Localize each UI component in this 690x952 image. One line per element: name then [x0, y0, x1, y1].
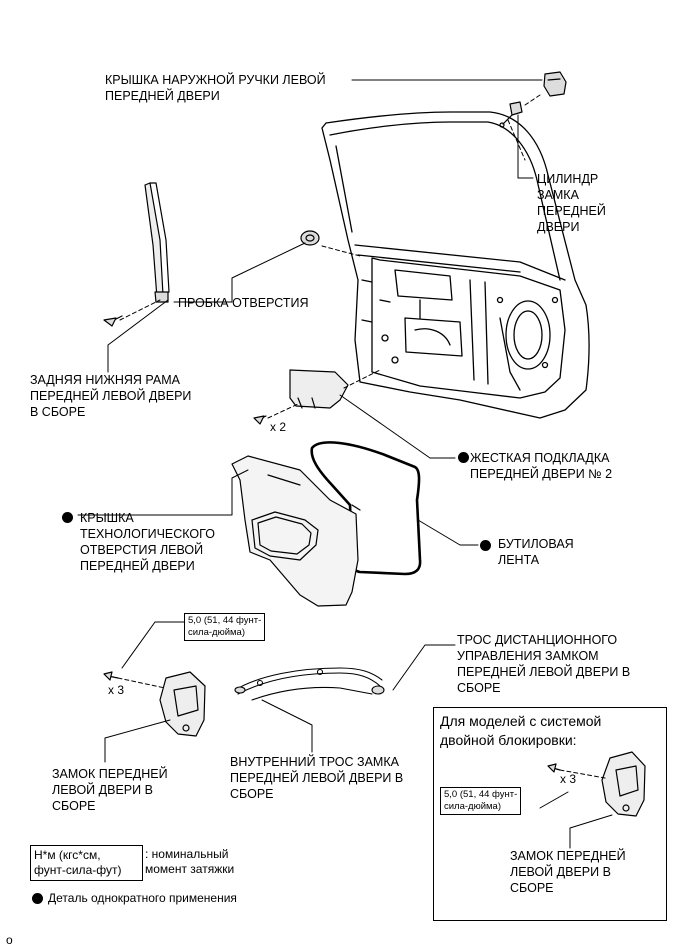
legend-single-use-text: Деталь однократного применения — [48, 891, 237, 905]
double-lock-inset: Для моделей с системой двойной блокировк… — [433, 707, 667, 921]
outer-handle-cover-part — [543, 71, 567, 97]
remote-cable-label: ТРОС ДИСТАНЦИОННОГО УПРАВЛЕНИЯ ЗАМКОМ ПЕ… — [457, 633, 631, 695]
qty-x2-label: x 2 — [270, 420, 287, 434]
inset-door-lock-label: ЗАМОК ПЕРЕДНЕЙ ЛЕВОЙ ДВЕРИ В СБОРЕ — [510, 849, 626, 895]
door-panel — [321, 111, 590, 419]
rear-lower-frame-part — [103, 182, 170, 327]
lock-cylinder-part — [499, 101, 523, 128]
hole-plug-label: ПРОБКА ОТВЕРСТИЯ — [178, 296, 309, 310]
stiffener-pad-part — [253, 369, 349, 425]
qty-x3-label: x 3 — [108, 683, 125, 697]
dashed-lines — [117, 94, 606, 779]
inner-lock-cable-label: ВНУТРЕННИЙ ТРОС ЗАМКА ПЕРЕДНЕЙ ЛЕВОЙ ДВЕ… — [230, 755, 404, 801]
single-use-marker — [62, 512, 73, 523]
stiffener-pad-label: ЖЕСТКАЯ ПОДКЛАДКА ПЕРЕДНЕЙ ДВЕРИ № 2 — [470, 451, 613, 481]
leader-lines — [77, 79, 613, 849]
inset-door-lock-part — [547, 751, 646, 817]
legend-torque-units-box: Н*м (кгс*см, фунт-сила-фут) — [30, 845, 143, 881]
torque-spec-box: 5,0 (51, 44 фунт- сила-дюйма) — [184, 613, 266, 641]
rear-lower-frame-label: ЗАДНЯЯ НИЖНЯЯ РАМА ПЕРЕДНЕЙ ЛЕВОЙ ДВЕРИ … — [30, 373, 192, 419]
service-hole-cover-part — [231, 455, 361, 607]
inset-torque-spec-box: 5,0 (51, 44 фунт- сила-дюйма) — [440, 787, 522, 815]
inset-qty-x3-label: x 3 — [560, 772, 577, 786]
legend-single-use-marker — [32, 893, 43, 904]
inset-title: Для моделей с системой двойной блокировк… — [440, 713, 602, 748]
outer-handle-cover-label: КРЫШКА НАРУЖНОЙ РУЧКИ ЛЕВОЙ ПЕРЕДНЕЙ ДВЕ… — [105, 73, 326, 103]
single-use-marker — [458, 452, 469, 463]
single-use-marker — [480, 540, 491, 551]
butyl-tape-label: БУТИЛОВАЯ ЛЕНТА — [498, 537, 574, 567]
door-lock-label: ЗАМОК ПЕРЕДНЕЙ ЛЕВОЙ ДВЕРИ В СБОРЕ — [52, 767, 168, 813]
butyl-tape-part — [310, 441, 422, 576]
cable-parts — [234, 667, 385, 701]
lock-cylinder-label: ЦИЛИНДР ЗАМКА ПЕРЕДНЕЙ ДВЕРИ — [537, 172, 606, 234]
page-mark: o — [6, 933, 13, 947]
door-lock-part — [103, 671, 206, 737]
service-hole-cover-label: КРЫШКА ТЕХНОЛОГИЧЕСКОГО ОТВЕРСТИЯ ЛЕВОЙ … — [80, 511, 215, 573]
legend-torque-text: : номинальный момент затяжки — [145, 847, 235, 876]
hole-plug-part — [300, 230, 320, 246]
